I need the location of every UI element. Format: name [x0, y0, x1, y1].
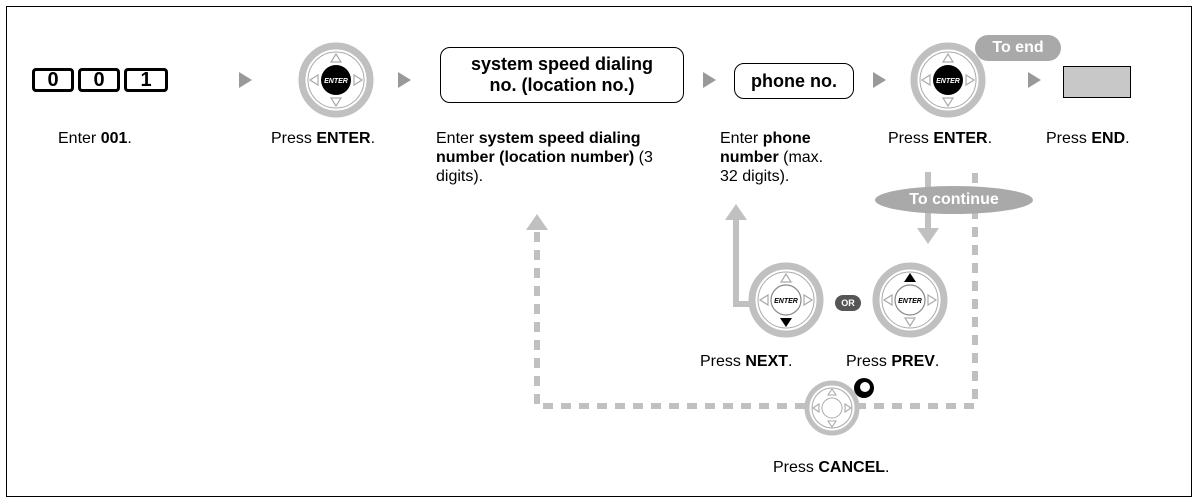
end-key-icon: [1063, 66, 1131, 98]
caption-press-cancel: Press CANCEL.: [773, 459, 890, 476]
cancel-key-indicator-icon: [854, 378, 874, 398]
speed-dial-box-line2: no. (location no.): [489, 75, 635, 95]
flow-arrow-3: [703, 72, 716, 88]
up-arrow-to-phone-number: [725, 204, 747, 220]
caption-press-end: Press END.: [1046, 130, 1130, 147]
speed-dial-number-box: system speed dialing no. (location no.): [440, 47, 684, 103]
down-arrow-to-prev: [917, 228, 939, 244]
enter-navigator-key-icon-2: ENTER: [910, 42, 986, 118]
diagram-frame: [6, 6, 1192, 497]
enter-navigator-key-icon: ENTER: [298, 42, 374, 118]
speed-dial-box-line1: system speed dialing: [470, 54, 654, 74]
caption-press-next: Press NEXT.: [700, 353, 793, 370]
or-badge: OR: [835, 295, 861, 311]
caption-phone-number: Enter phone number (max. 32 digits).: [720, 130, 824, 185]
next-enter-label: ENTER: [774, 298, 798, 305]
phone-number-box: phone no.: [734, 63, 854, 99]
caption-press-prev: Press PREV.: [846, 353, 940, 370]
digit-key-0-second: 0: [78, 68, 120, 92]
caption-enter-001: Enter 001.: [58, 130, 132, 147]
flow-arrow-1: [239, 72, 252, 88]
digit-key-0-first: 0: [32, 68, 74, 92]
caption-press-enter: Press ENTER.: [271, 130, 376, 147]
prev-enter-label: ENTER: [898, 298, 922, 305]
up-arrow-to-speed-dial: [526, 214, 548, 230]
flow-arrow-5: [1028, 72, 1041, 88]
enter-key-label-2: ENTER: [936, 78, 960, 85]
flow-arrow-4: [873, 72, 886, 88]
next-navigator-key-icon: ENTER: [748, 262, 824, 338]
caption-speed-dial: Enter system speed dialing number (locat…: [436, 130, 653, 185]
prev-navigator-key-icon: ENTER: [872, 262, 948, 338]
cancel-navigator-key-icon: [804, 380, 860, 436]
to-continue-badge: To continue: [875, 186, 1033, 214]
digit-key-1: 1: [124, 68, 168, 92]
enter-key-label: ENTER: [324, 78, 348, 85]
flow-arrow-2: [398, 72, 411, 88]
caption-press-enter-2: Press ENTER.: [888, 130, 993, 147]
to-end-badge: To end: [975, 35, 1061, 61]
